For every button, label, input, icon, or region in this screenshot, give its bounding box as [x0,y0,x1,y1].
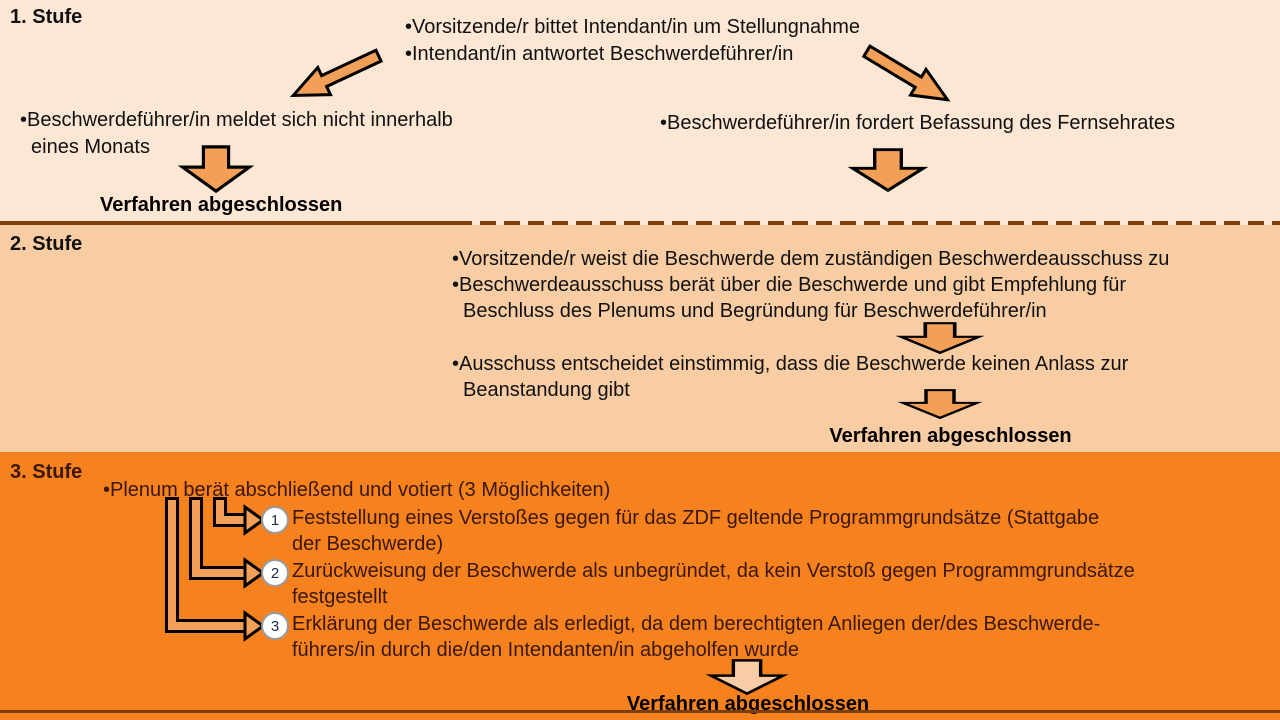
stage2-bullet-1: •Vorsitzende/r weist die Beschwerde dem … [452,248,1170,270]
option-1-number: 1 [270,511,280,529]
option-3-line1: Erklärung der Beschwerde als erledigt, d… [292,613,1101,635]
option-2-line1: Zurückweisung der Beschwerde als unbegrü… [292,560,1135,582]
stage2-label: 2. Stufe [10,233,83,255]
option-1-line1: Feststellung eines Verstoßes gegen für d… [292,507,1100,529]
stage1-top-bullet-1: •Vorsitzende/r bittet Intendant/in um St… [405,16,861,38]
stage1-outcome-label: Verfahren abgeschlossen [100,194,343,216]
stage3-intro-bullet: •Plenum berät abschließend und votiert (… [103,479,611,501]
stage1-left-bullet-line1: •Beschwerdeführer/in meldet sich nicht i… [20,109,453,131]
stage3-outcome-label: Verfahren abgeschlossen [626,693,870,715]
stage1-stage2-divider-dashed [456,221,1280,225]
stage1-top-bullet-2: •Intendant/in antwortet Beschwerdeführer… [405,43,794,65]
block-arrow-down-stage2-mid-icon [895,322,985,355]
stage1-left-bullet-line2: eines Monats [31,136,150,158]
option-3-number-badge: 3 [261,612,289,640]
stage2-band: 2. Stufe •Vorsitzende/r weist die Beschw… [0,225,1280,452]
block-arrow-down-stage1-left-icon [177,145,255,194]
option-2-line2: festgestellt [292,586,388,608]
stage2-bullet-2-line2: Beschluss des Plenums und Begründung für… [463,300,1047,322]
option-3-number: 3 [270,617,280,635]
elbow-arrows-icon [160,494,268,646]
bottom-border-line [0,710,1280,713]
option-2-number-badge: 2 [261,559,289,587]
option-3-line2: führers/in durch die/den Intendanten/in … [292,639,800,661]
block-arrow-down-stage1-right-icon [847,148,929,193]
arrow-diagonal-left-icon [282,39,388,114]
stage1-label: 1. Stufe [10,6,83,28]
stage1-right-bullet: •Beschwerdeführer/in fordert Befassung d… [660,112,1176,134]
option-1-line2: der Beschwerde) [292,533,444,555]
stage2-outcome-label: Verfahren abgeschlossen [829,425,1072,447]
stage1-stage2-divider-solid [0,221,458,225]
stage2-bullet-2-line1: •Beschwerdeausschuss berät über die Besc… [452,274,1127,296]
stage3-band: 3. Stufe •Plenum berät abschließend und … [0,452,1280,720]
block-arrow-down-stage3-icon [705,659,789,696]
option-1-number-badge: 1 [261,506,289,534]
stage2-bullet-3-line2: Beanstandung gibt [463,379,630,401]
stage3-label: 3. Stufe [10,461,83,483]
option-2-number: 2 [270,564,280,582]
arrow-diagonal-right-icon [856,35,960,117]
stage1-band: 1. Stufe •Vorsitzende/r bittet Intendant… [0,0,1280,225]
block-arrow-down-stage2-end-icon [897,389,983,420]
stage2-bullet-3-line1: •Ausschuss entscheidet einstimmig, dass … [452,353,1129,375]
